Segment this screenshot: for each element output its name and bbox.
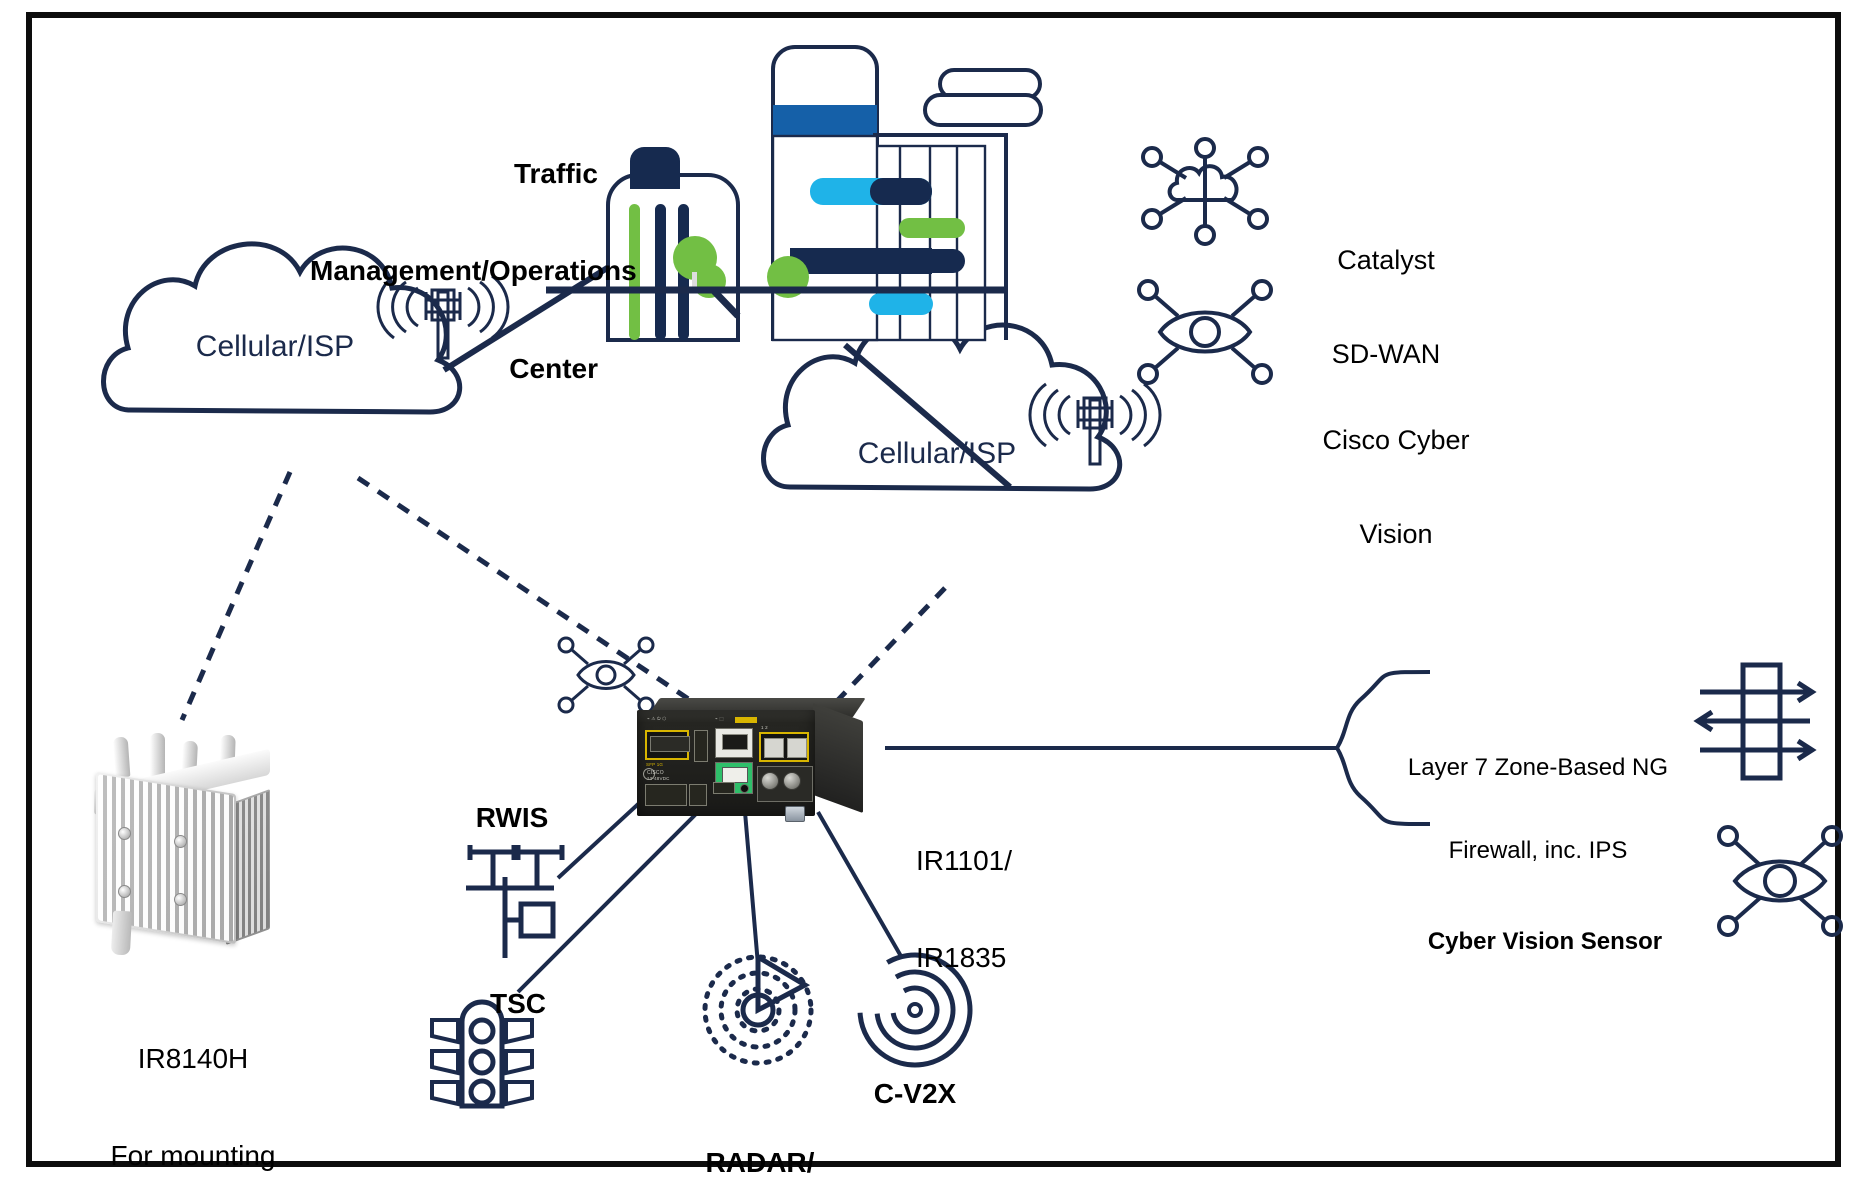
field-device-label-radar: RADAR/ LiDAR [650, 1082, 870, 1183]
legend-item-cyber-vision: Cisco Cyber Vision [1286, 362, 1506, 613]
tmoc-label-line2: Management/Operations [310, 255, 637, 287]
field-device-label-rwis: RWIS [475, 802, 549, 833]
callout-sensor-label: Cyber Vision Sensor [1395, 872, 1695, 1011]
ir8140h-device-image [78, 733, 278, 960]
cloud-left-label: Cellular/ISP [195, 330, 355, 363]
mount-bolt [174, 893, 187, 906]
legend-cv-line2: Vision [1359, 518, 1433, 549]
ethernet-port-wan [715, 728, 753, 758]
field-device-label-tsc: TSC [490, 988, 546, 1019]
antenna-lower [110, 910, 133, 956]
antenna-2 [150, 733, 165, 777]
callout-firewall-line1: Layer 7 Zone-Based NG [1407, 753, 1669, 781]
legend-cv-line1: Cisco Cyber [1322, 424, 1470, 455]
alarm-terminal [689, 784, 707, 806]
router-front-panel: ⌁ ⚠ ⏻ ⬡ ⌁ ⬚ SFP 1G 1 [637, 710, 815, 816]
radar-label-line1: RADAR/ [705, 1146, 815, 1178]
antenna-connector [761, 772, 779, 790]
tmoc-label: Traffic Management/Operations Center [310, 93, 637, 450]
router-label-line1: IR1101/ [916, 844, 1012, 876]
reset-button[interactable] [740, 784, 749, 793]
console-port [713, 782, 735, 794]
mount-bolt [174, 835, 187, 848]
power-terminal-block [645, 784, 687, 806]
ir8140h-label-line1: IR8140H [137, 1042, 249, 1074]
router-label-line2: IR1835 [916, 942, 1007, 974]
mount-bolt [118, 827, 131, 840]
latch-screw [785, 806, 805, 822]
callout-sensor-line1: Cyber Vision Sensor [1427, 927, 1663, 955]
callout-firewall-label: Layer 7 Zone-Based NG Firewall, inc. IPS [1378, 698, 1698, 921]
legend-sdwan-line2: SD-WAN [1331, 338, 1441, 369]
router-label: IR1101/ IR1835 [916, 780, 1136, 1040]
ground-point [643, 768, 655, 780]
ir8140h-label: IR8140H For mounting outside of traffic … [48, 978, 338, 1183]
ir8140h-label-line2: For mounting [110, 1140, 276, 1172]
sfp-port [645, 730, 690, 760]
legend-item-sdwan: Catalyst SD-WAN [1286, 182, 1486, 433]
tmoc-label-line1: Traffic [513, 157, 598, 189]
tmoc-label-line3: Center [509, 352, 598, 384]
cloud-right-label: Cellular/ISP [857, 437, 1017, 470]
callout-firewall-line2: Firewall, inc. IPS [1448, 837, 1628, 865]
router-side-face [813, 702, 863, 814]
antenna-1 [112, 736, 131, 778]
mount-bolt [118, 885, 131, 898]
usb-port [694, 730, 708, 762]
ir1101-router-image: ⌁ ⚠ ⏻ ⬡ ⌁ ⬚ SFP 1G 1 [637, 698, 866, 822]
field-device-label-cv2x: C-V2X [873, 1078, 957, 1109]
legend-sdwan-line1: Catalyst [1337, 244, 1435, 275]
antenna-connector [783, 772, 801, 790]
